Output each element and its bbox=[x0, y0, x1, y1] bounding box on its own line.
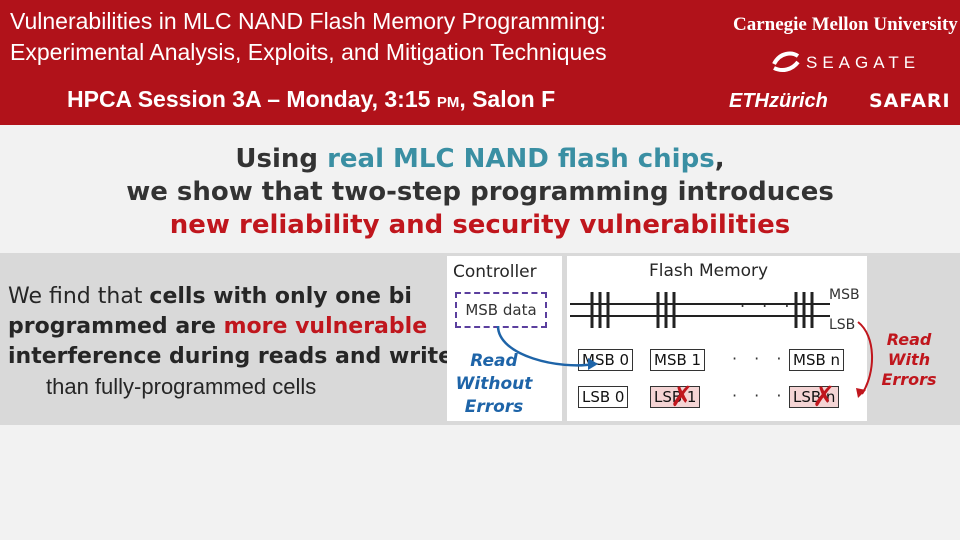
msb-label: MSB bbox=[829, 287, 860, 303]
error-x-icon: ✗ bbox=[670, 380, 694, 413]
session-info: HPCA Session 3A – Monday, 3:15 PM, Salon… bbox=[67, 86, 555, 113]
findings-text: We find that cells with only one bi prog… bbox=[8, 282, 466, 402]
lsb-page-1: LSB 1 bbox=[650, 386, 701, 408]
msb-page-1: MSB 1 bbox=[650, 349, 706, 371]
findings-line-1: We find that cells with only one bi bbox=[8, 282, 466, 312]
findings-bold: cells with only one bi bbox=[149, 284, 412, 309]
rwerr-line-1: Read bbox=[886, 330, 932, 349]
headline-line-3: new reliability and security vulnerabili… bbox=[169, 210, 791, 240]
rwe-line-2: Without bbox=[455, 374, 533, 394]
session-pm: PM bbox=[436, 94, 460, 111]
cmu-logo: Carnegie Mellon University bbox=[733, 14, 958, 35]
msb-page-n: MSB n bbox=[789, 349, 845, 371]
headline: Using real MLC NAND flash chips, we show… bbox=[0, 143, 960, 242]
title-line-1: Vulnerabilities in MLC NAND Flash Memory… bbox=[10, 8, 607, 34]
findings-line-2: programmed are more vulnerable bbox=[8, 312, 466, 342]
lsb-label: LSB bbox=[829, 317, 856, 333]
headline-line-2: we show that two-step programming introd… bbox=[126, 177, 834, 207]
msb-data-box: MSB data bbox=[455, 292, 547, 328]
headline-highlight: real MLC NAND flash chips bbox=[327, 144, 715, 174]
rwe-line-3: Errors bbox=[464, 397, 524, 417]
controller-label: Controller bbox=[453, 262, 537, 282]
rwe-line-1: Read bbox=[470, 351, 518, 371]
slide-title: Vulnerabilities in MLC NAND Flash Memory… bbox=[10, 6, 607, 68]
session-main: HPCA Session 3A – Monday, 3:15 bbox=[67, 86, 437, 112]
findings-line-4: than fully-programmed cells bbox=[46, 374, 317, 399]
eth-logo: ETHzürich bbox=[729, 90, 828, 112]
findings-red: more vulnerable bbox=[223, 314, 428, 339]
findings-line-3: interference during reads and writes bbox=[8, 344, 467, 369]
headline-comma: , bbox=[714, 144, 725, 174]
lsb-page-n: LSB n bbox=[789, 386, 840, 408]
seagate-logo: SEAGATE bbox=[806, 53, 921, 72]
rwerr-line-3: Errors bbox=[881, 370, 937, 389]
headline-text: Using bbox=[235, 144, 328, 174]
title-banner bbox=[0, 0, 960, 125]
rwerr-line-2: With bbox=[887, 350, 931, 369]
seagate-logo-icon bbox=[772, 51, 800, 72]
findings-text-a: We find that bbox=[8, 284, 150, 309]
cell-ellipsis: . . . bbox=[740, 292, 796, 311]
error-x-icon: ✗ bbox=[812, 380, 836, 413]
msb-dots: · · · bbox=[732, 349, 788, 368]
safari-logo: SAFARI bbox=[869, 90, 951, 112]
read-with-errors-label: Read With Errors bbox=[876, 330, 942, 390]
read-without-errors-label: Read Without Errors bbox=[455, 350, 533, 419]
controller-panel bbox=[447, 256, 562, 421]
session-end: , Salon F bbox=[459, 86, 556, 112]
title-line-2: Experimental Analysis, Exploits, and Mit… bbox=[10, 39, 607, 65]
flash-memory-label: Flash Memory bbox=[649, 261, 769, 281]
lsb-dots: · · · bbox=[732, 386, 788, 405]
lsb-page-0: LSB 0 bbox=[578, 386, 629, 408]
findings-bold-2: programmed are bbox=[8, 314, 224, 339]
transistor-array-icon bbox=[570, 292, 830, 328]
headline-line-1: Using real MLC NAND flash chips, bbox=[0, 143, 960, 176]
